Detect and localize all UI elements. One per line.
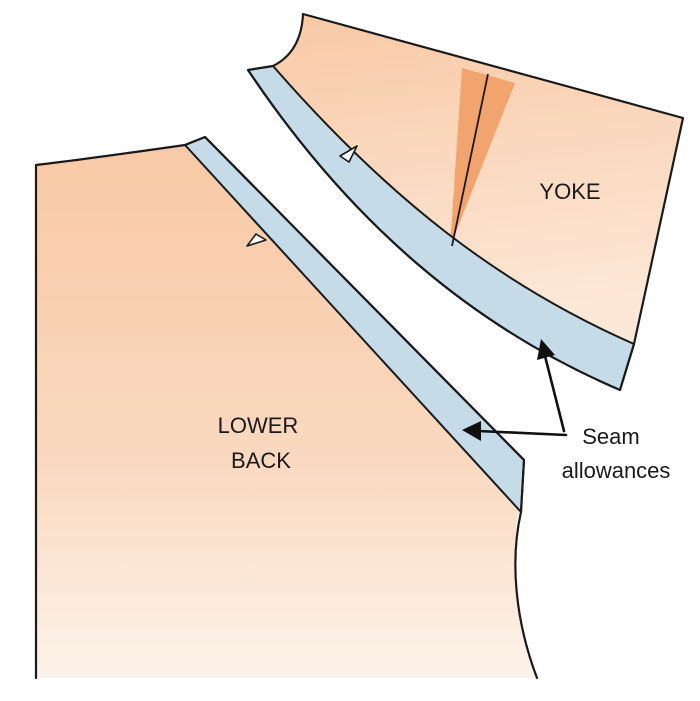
- yoke-dart: [450, 68, 515, 247]
- yoke-notch: [339, 145, 358, 163]
- lower-back-notch: [246, 233, 267, 247]
- lower-back-label: LOWER BACK: [218, 413, 305, 473]
- yoke-label: YOKE: [539, 179, 600, 204]
- pointer-to-yoke-allowance: [543, 354, 566, 433]
- seam-allowances-label: Seam allowances: [562, 424, 671, 483]
- lower-back-label-line-1: LOWER: [218, 413, 299, 438]
- lower-back-fill: [36, 145, 537, 678]
- arrowhead-yoke: [537, 339, 555, 360]
- lower-back-outline: [34, 135, 539, 680]
- lower-back-piece: [34, 135, 539, 680]
- callout-arrows: [462, 339, 568, 441]
- yoke-piece: [246, 12, 685, 392]
- yoke-outline: [246, 12, 685, 392]
- lower-back-label-line-2: BACK: [231, 448, 291, 473]
- pointer-to-back-allowance: [476, 429, 568, 437]
- yoke-dart-line: [451, 73, 489, 247]
- seam-allowances-label-line-2: allowances: [562, 458, 671, 483]
- arrowhead-back: [462, 421, 481, 441]
- seam-allowances-label-line-1: Seam: [582, 424, 639, 449]
- yoke-fill: [273, 14, 683, 344]
